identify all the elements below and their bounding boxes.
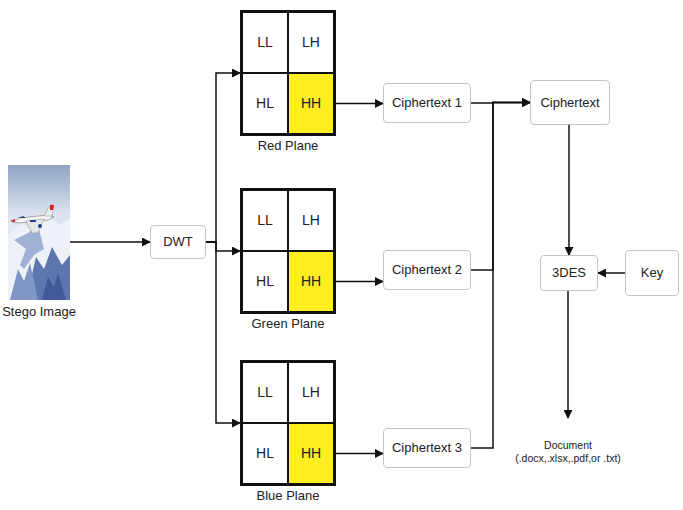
subband-label: HH <box>301 95 321 112</box>
process-box: Ciphertext 3 <box>383 428 471 468</box>
flow-arrow <box>334 281 383 283</box>
jet <box>10 205 54 233</box>
subband-label: HH <box>301 273 321 290</box>
subband-label: LL <box>257 34 273 51</box>
process-box: Key <box>625 250 679 296</box>
subband-cell: HL <box>242 423 288 484</box>
mountain-ridge <box>14 225 44 269</box>
subband-label: LL <box>257 212 273 229</box>
box-label: Document <box>544 439 592 452</box>
box-label: Key <box>641 265 663 281</box>
box-label: Ciphertext <box>540 95 599 111</box>
plane-grid: LLLHHLHHRed Plane <box>240 10 336 136</box>
box-label: Ciphertext 3 <box>392 440 462 456</box>
flow-arrow <box>471 103 530 271</box>
flow-arrow <box>206 73 240 242</box>
process-box: Ciphertext 1 <box>383 83 471 123</box>
process-box: DWT <box>150 225 206 259</box>
flow-arrow <box>598 272 625 274</box>
flow-arrow <box>471 103 530 449</box>
highlighted-subband: HH <box>288 251 334 312</box>
sky <box>8 165 70 300</box>
box-note: (.docx,.xlsx,.pdf,or .txt) <box>515 452 621 465</box>
flow-arrow <box>567 291 569 418</box>
subband-label: LL <box>257 384 273 401</box>
subband-cell: LH <box>288 12 334 73</box>
output-box: Document(.docx,.xlsx,.pdf,or .txt) <box>507 418 629 485</box>
flow-arrow <box>206 242 240 423</box>
subband-label: HL <box>256 95 274 112</box>
highlighted-subband: HH <box>288 73 334 134</box>
stego-photo <box>8 165 70 300</box>
process-box: Ciphertext <box>530 80 610 125</box>
image-caption: Stego Image <box>2 304 76 320</box>
flow-arrow <box>334 453 383 455</box>
plane-label: Blue Plane <box>257 488 320 504</box>
box-label: DWT <box>163 234 193 250</box>
box-label: Ciphertext 1 <box>392 95 462 111</box>
flow-arrow <box>568 125 570 255</box>
subband-label: LH <box>302 384 320 401</box>
box-label: Ciphertext 2 <box>392 262 462 278</box>
subband-label: HL <box>256 273 274 290</box>
mountain-shadow <box>42 273 66 300</box>
plane-grid: LLLHHLHHBlue Plane <box>240 360 336 486</box>
subband-cell: LH <box>288 362 334 423</box>
subband-cell: LL <box>242 190 288 251</box>
box-label: 3DES <box>552 265 586 281</box>
subband-cell: LL <box>242 12 288 73</box>
subband-label: HL <box>256 445 274 462</box>
flow-arrow <box>70 241 150 243</box>
highlighted-subband: HH <box>288 423 334 484</box>
subband-cell: LH <box>288 190 334 251</box>
subband-cell: HL <box>242 73 288 134</box>
subband-label: LH <box>302 212 320 229</box>
plane-grid: LLLHHLHHGreen Plane <box>240 188 336 314</box>
subband-label: HH <box>301 445 321 462</box>
flow-arrow <box>206 242 240 251</box>
flow-arrow <box>334 103 383 105</box>
plane-label: Red Plane <box>258 138 319 154</box>
stego-image: Stego Image <box>8 165 70 300</box>
plane-label: Green Plane <box>252 316 325 332</box>
subband-cell: HL <box>242 251 288 312</box>
subband-cell: LL <box>242 362 288 423</box>
subband-label: LH <box>302 34 320 51</box>
process-box: 3DES <box>540 255 598 291</box>
process-box: Ciphertext 2 <box>383 250 471 290</box>
snow-mountain <box>8 215 70 300</box>
